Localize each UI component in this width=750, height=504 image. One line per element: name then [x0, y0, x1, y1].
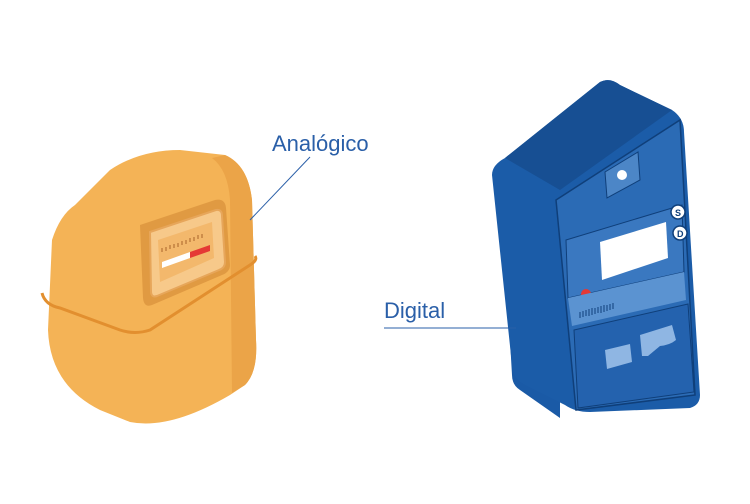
d-button-glyph: D [677, 229, 684, 239]
digital-terminal-slot-left [605, 344, 632, 369]
analog-meter-icon [40, 150, 311, 424]
d-button-icon [672, 225, 688, 241]
analog-dial-face [158, 222, 214, 282]
analog-meter-band [40, 255, 258, 334]
digital-meter-icon: S D [384, 80, 700, 418]
s-button-glyph: S [675, 208, 681, 218]
label-digital: Digital [384, 298, 446, 323]
analog-leader-line [249, 156, 311, 221]
lock-icon [617, 170, 627, 180]
analog-counter-white [162, 252, 190, 268]
analog-dial-ticks [161, 234, 203, 252]
s-button-icon [670, 204, 686, 220]
digital-terminal-slot-right [640, 325, 676, 356]
barcode-icon [579, 303, 614, 318]
digital-meter-top [505, 80, 672, 190]
analog-counter-red [190, 245, 210, 258]
label-analog: Analógico [272, 131, 369, 156]
digital-display-screen [600, 222, 668, 280]
